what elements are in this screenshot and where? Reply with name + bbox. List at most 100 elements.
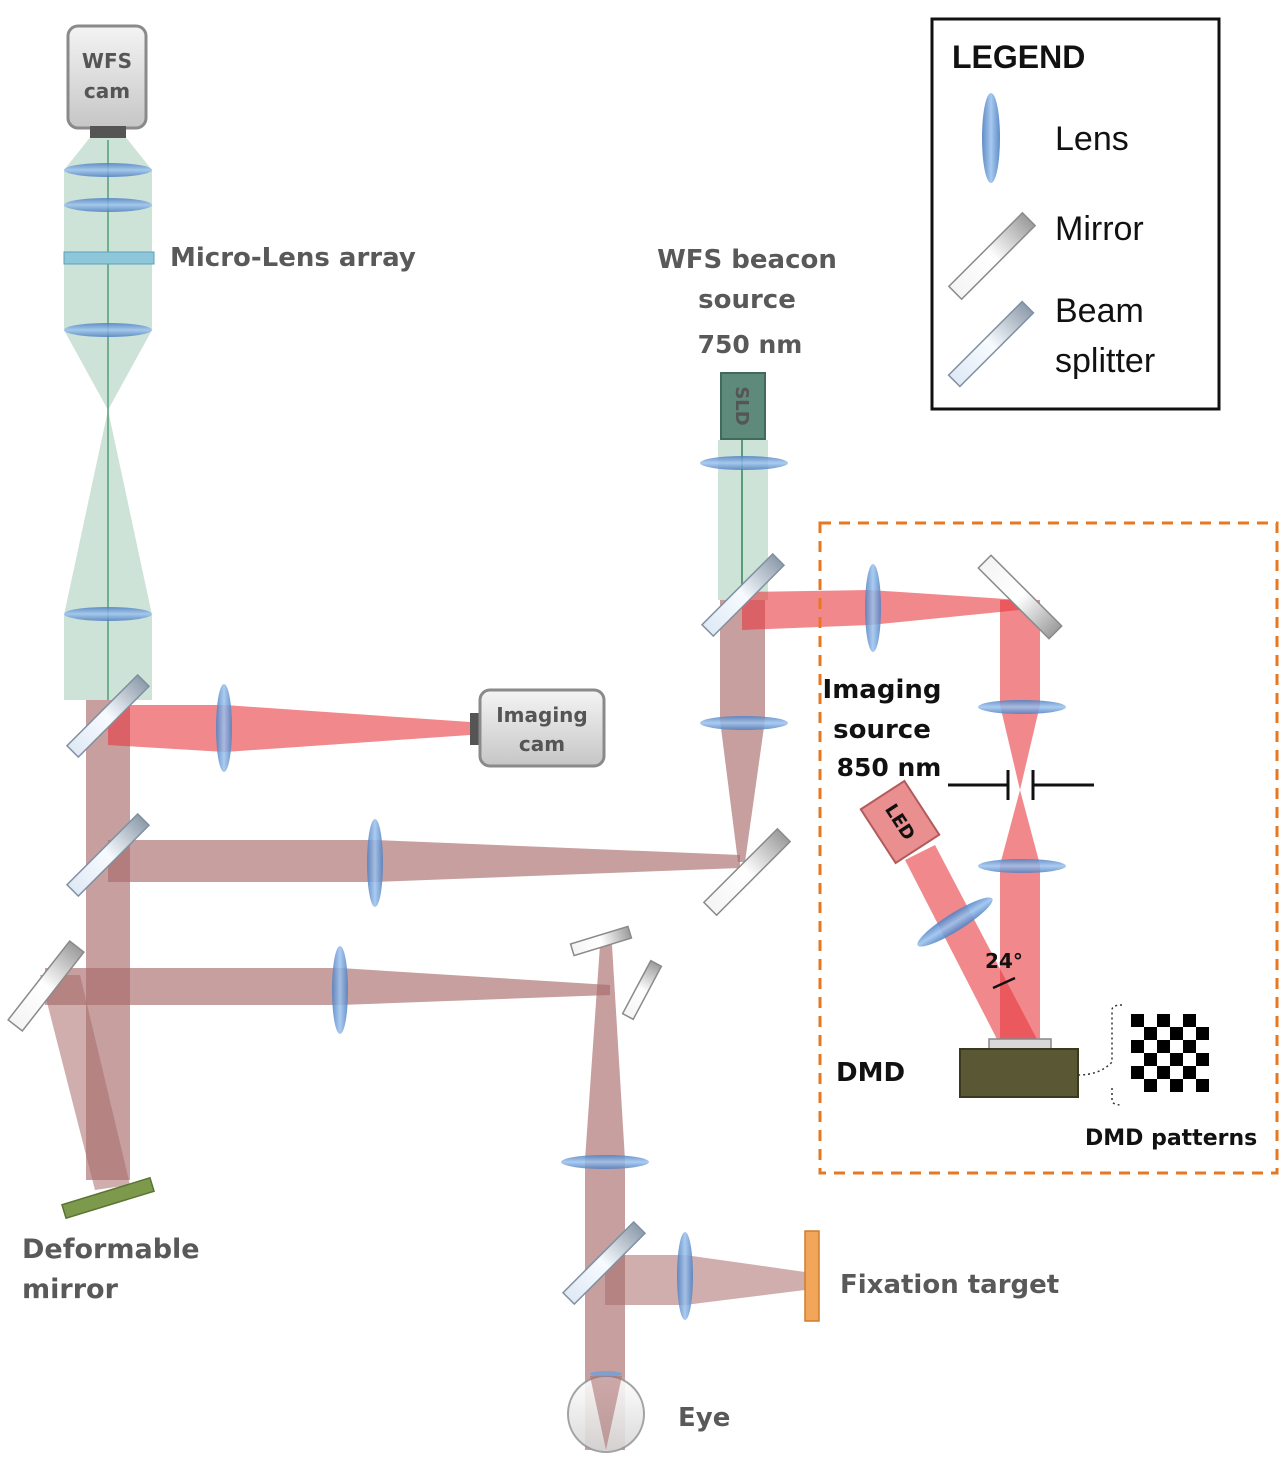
led-source: LED (859, 779, 941, 865)
lens-icon (700, 456, 788, 470)
mirror-icon (702, 827, 792, 917)
lens-icon (64, 163, 152, 177)
wfs-cam-label-1: WFS (82, 49, 132, 73)
wfs-beacon-label-1: WFS beacon (657, 245, 837, 275)
mirror-icon (7, 940, 85, 1032)
dmd-pattern-cell (1170, 1027, 1183, 1040)
angle-label: 24° (985, 949, 1023, 973)
lens-icon (64, 198, 152, 212)
led-beam (905, 845, 1040, 1045)
dmd-pattern-cell (1170, 1079, 1183, 1092)
left-optics (7, 673, 151, 1032)
lens-icon (978, 859, 1066, 873)
lens-icon (978, 700, 1066, 714)
dmd-pattern-cell (1144, 1027, 1157, 1040)
dmd-pattern-cell (1131, 1066, 1144, 1079)
deformable-mirror-label-1: Deformable (22, 1234, 200, 1265)
imaging-cam-beam (108, 705, 470, 752)
fixation-target: Fixation target (804, 1230, 1059, 1322)
dmd-patterns-label: DMD patterns (1085, 1126, 1257, 1151)
wfs-camera: WFS cam (66, 24, 148, 138)
dmd-pattern-cell (1196, 1079, 1209, 1092)
mirror-icon (569, 925, 633, 957)
imaging-source-beam-top (742, 590, 1020, 630)
mirror-icon (977, 554, 1063, 640)
beam-splitter-icon (65, 673, 151, 759)
relay-beam-3 (45, 968, 610, 1005)
deformable-mirror: Deformable mirror (22, 1176, 200, 1305)
eye-beam (585, 945, 625, 1450)
lens-icon (865, 564, 881, 652)
periscope (561, 925, 663, 1306)
legend-beam-splitter-label-2: splitter (1055, 342, 1155, 380)
legend-title: LEGEND (952, 39, 1085, 75)
sld-source (720, 372, 766, 440)
eye-label: Eye (678, 1403, 730, 1433)
legend-beam-splitter-label-1: Beam (1055, 292, 1144, 330)
lens-icon (982, 93, 1000, 183)
beam-splitter-icon (561, 1220, 647, 1306)
lens-icon (367, 819, 383, 907)
dm-beam (40, 975, 130, 1190)
legend-mirror-label: Mirror (1055, 210, 1144, 248)
aperture (948, 770, 1094, 800)
lens-icon (64, 323, 152, 337)
imaging-cam-label-1: Imaging (496, 703, 588, 727)
wfs-cam-label-2: cam (84, 79, 130, 103)
wfs-beacon: WFS beacon source 750 nm SLD (657, 245, 837, 917)
dmd-device (959, 1038, 1079, 1098)
deformable-mirror-label-2: mirror (22, 1274, 119, 1305)
relay-beam-1 (108, 840, 740, 882)
dmd-label: DMD (836, 1058, 905, 1088)
lens-icon (700, 716, 788, 730)
relay-lenses (216, 564, 881, 1320)
dmd-pattern-cell (1131, 1040, 1144, 1053)
dmd-pattern-cell (1144, 1079, 1157, 1092)
dmd-pattern-bracket (1077, 1004, 1123, 1106)
dmd-pattern-cell (1144, 1053, 1157, 1066)
fixation-beam (605, 1255, 805, 1305)
dmd-pattern-cell (1183, 1066, 1196, 1079)
imaging-source-label-1: Imaging (823, 675, 942, 705)
legend-lens-label: Lens (1055, 120, 1129, 158)
lens-icon (64, 607, 152, 621)
beam-splitter-icon (65, 812, 151, 898)
imaging-cam-label-2: cam (519, 732, 565, 756)
lens-icon (677, 1232, 693, 1320)
dmd-pattern-cell (1196, 1027, 1209, 1040)
wfs-beacon-label-2: source (698, 285, 796, 315)
dmd-pattern-cell (1157, 1014, 1170, 1027)
imaging-camera: Imaging cam (470, 688, 606, 768)
dmd-pattern-cell (1157, 1066, 1170, 1079)
lens-icon (216, 684, 232, 772)
relay-beam-2 (720, 600, 765, 862)
dmd-pattern-cell (1183, 1014, 1196, 1027)
dmd-pattern-checkerboard (1131, 1014, 1209, 1092)
mirror-icon (621, 959, 663, 1021)
mirror-icon (947, 211, 1037, 301)
micro-lens-array-label: Micro-Lens array (170, 243, 416, 273)
angle-marker (992, 976, 1016, 990)
dmd-pattern-cell (1183, 1040, 1196, 1053)
imaging-source-label-2: source (833, 715, 931, 745)
dmd-pattern-cell (1196, 1053, 1209, 1066)
dmd-pattern-cell (1157, 1040, 1170, 1053)
beam-splitter-icon (947, 300, 1035, 388)
micro-lens-array: Micro-Lens array (63, 243, 416, 273)
beam-splitter-icon (700, 552, 786, 638)
fixation-target-label: Fixation target (840, 1270, 1059, 1300)
sld-label: SLD (731, 386, 752, 425)
dmd-enclosure: Imaging source 850 nm LED 24° DMD DMD pa… (818, 521, 1279, 1175)
lens-icon (561, 1155, 649, 1169)
imaging-source-beam-down-1 (1000, 600, 1040, 790)
wfs-beacon-wavelength: 750 nm (698, 330, 803, 359)
eye: Eye (567, 1371, 730, 1453)
dmd-pattern-cell (1170, 1053, 1183, 1066)
legend: LEGEND Lens Mirror Beam splitter (930, 17, 1221, 411)
imaging-source-wavelength: 850 nm (837, 753, 942, 782)
lens-icon (332, 946, 348, 1034)
wfs-lenses (64, 163, 152, 621)
lens-icon (917, 897, 993, 947)
dmd-pattern-cell (1131, 1014, 1144, 1027)
